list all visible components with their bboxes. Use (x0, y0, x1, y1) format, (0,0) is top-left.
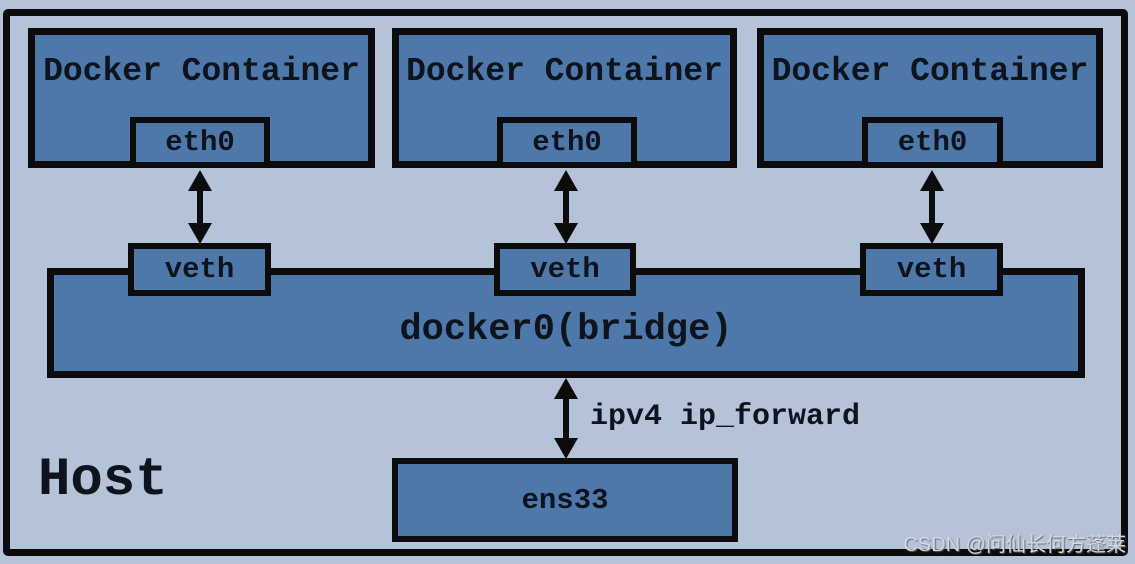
veth-box-1: veth (128, 243, 271, 296)
veth-box-3: veth (860, 243, 1003, 296)
csdn-watermark: CSDN @问仙长何方蓬莱 (903, 534, 1126, 556)
eth0-label: eth0 (897, 126, 968, 159)
eth0-box-1: eth0 (130, 117, 270, 168)
double-arrow-icon (554, 170, 578, 244)
docker-container-label: Docker Container (43, 53, 360, 90)
docker-container-label: Docker Container (406, 53, 723, 90)
eth0-box-3: eth0 (862, 117, 1003, 168)
docker-container-label: Docker Container (771, 53, 1089, 90)
veth-label: veth (164, 253, 235, 286)
veth-label: veth (896, 253, 967, 286)
host-label: Host (38, 450, 168, 511)
eth0-label: eth0 (165, 126, 235, 159)
double-arrow-icon (554, 378, 578, 459)
veth-label: veth (530, 253, 600, 286)
double-arrow-icon (920, 170, 944, 244)
docker0-bridge-label: docker0(bridge) (399, 309, 733, 351)
eth0-box-2: eth0 (497, 117, 637, 168)
double-arrow-icon (188, 170, 212, 244)
ens33-label: ens33 (521, 483, 609, 517)
eth0-label: eth0 (532, 126, 602, 159)
ip-forward-label: ipv4 ip_forward (590, 400, 861, 434)
veth-box-2: veth (494, 243, 636, 296)
ens33-box: ens33 (392, 458, 738, 542)
